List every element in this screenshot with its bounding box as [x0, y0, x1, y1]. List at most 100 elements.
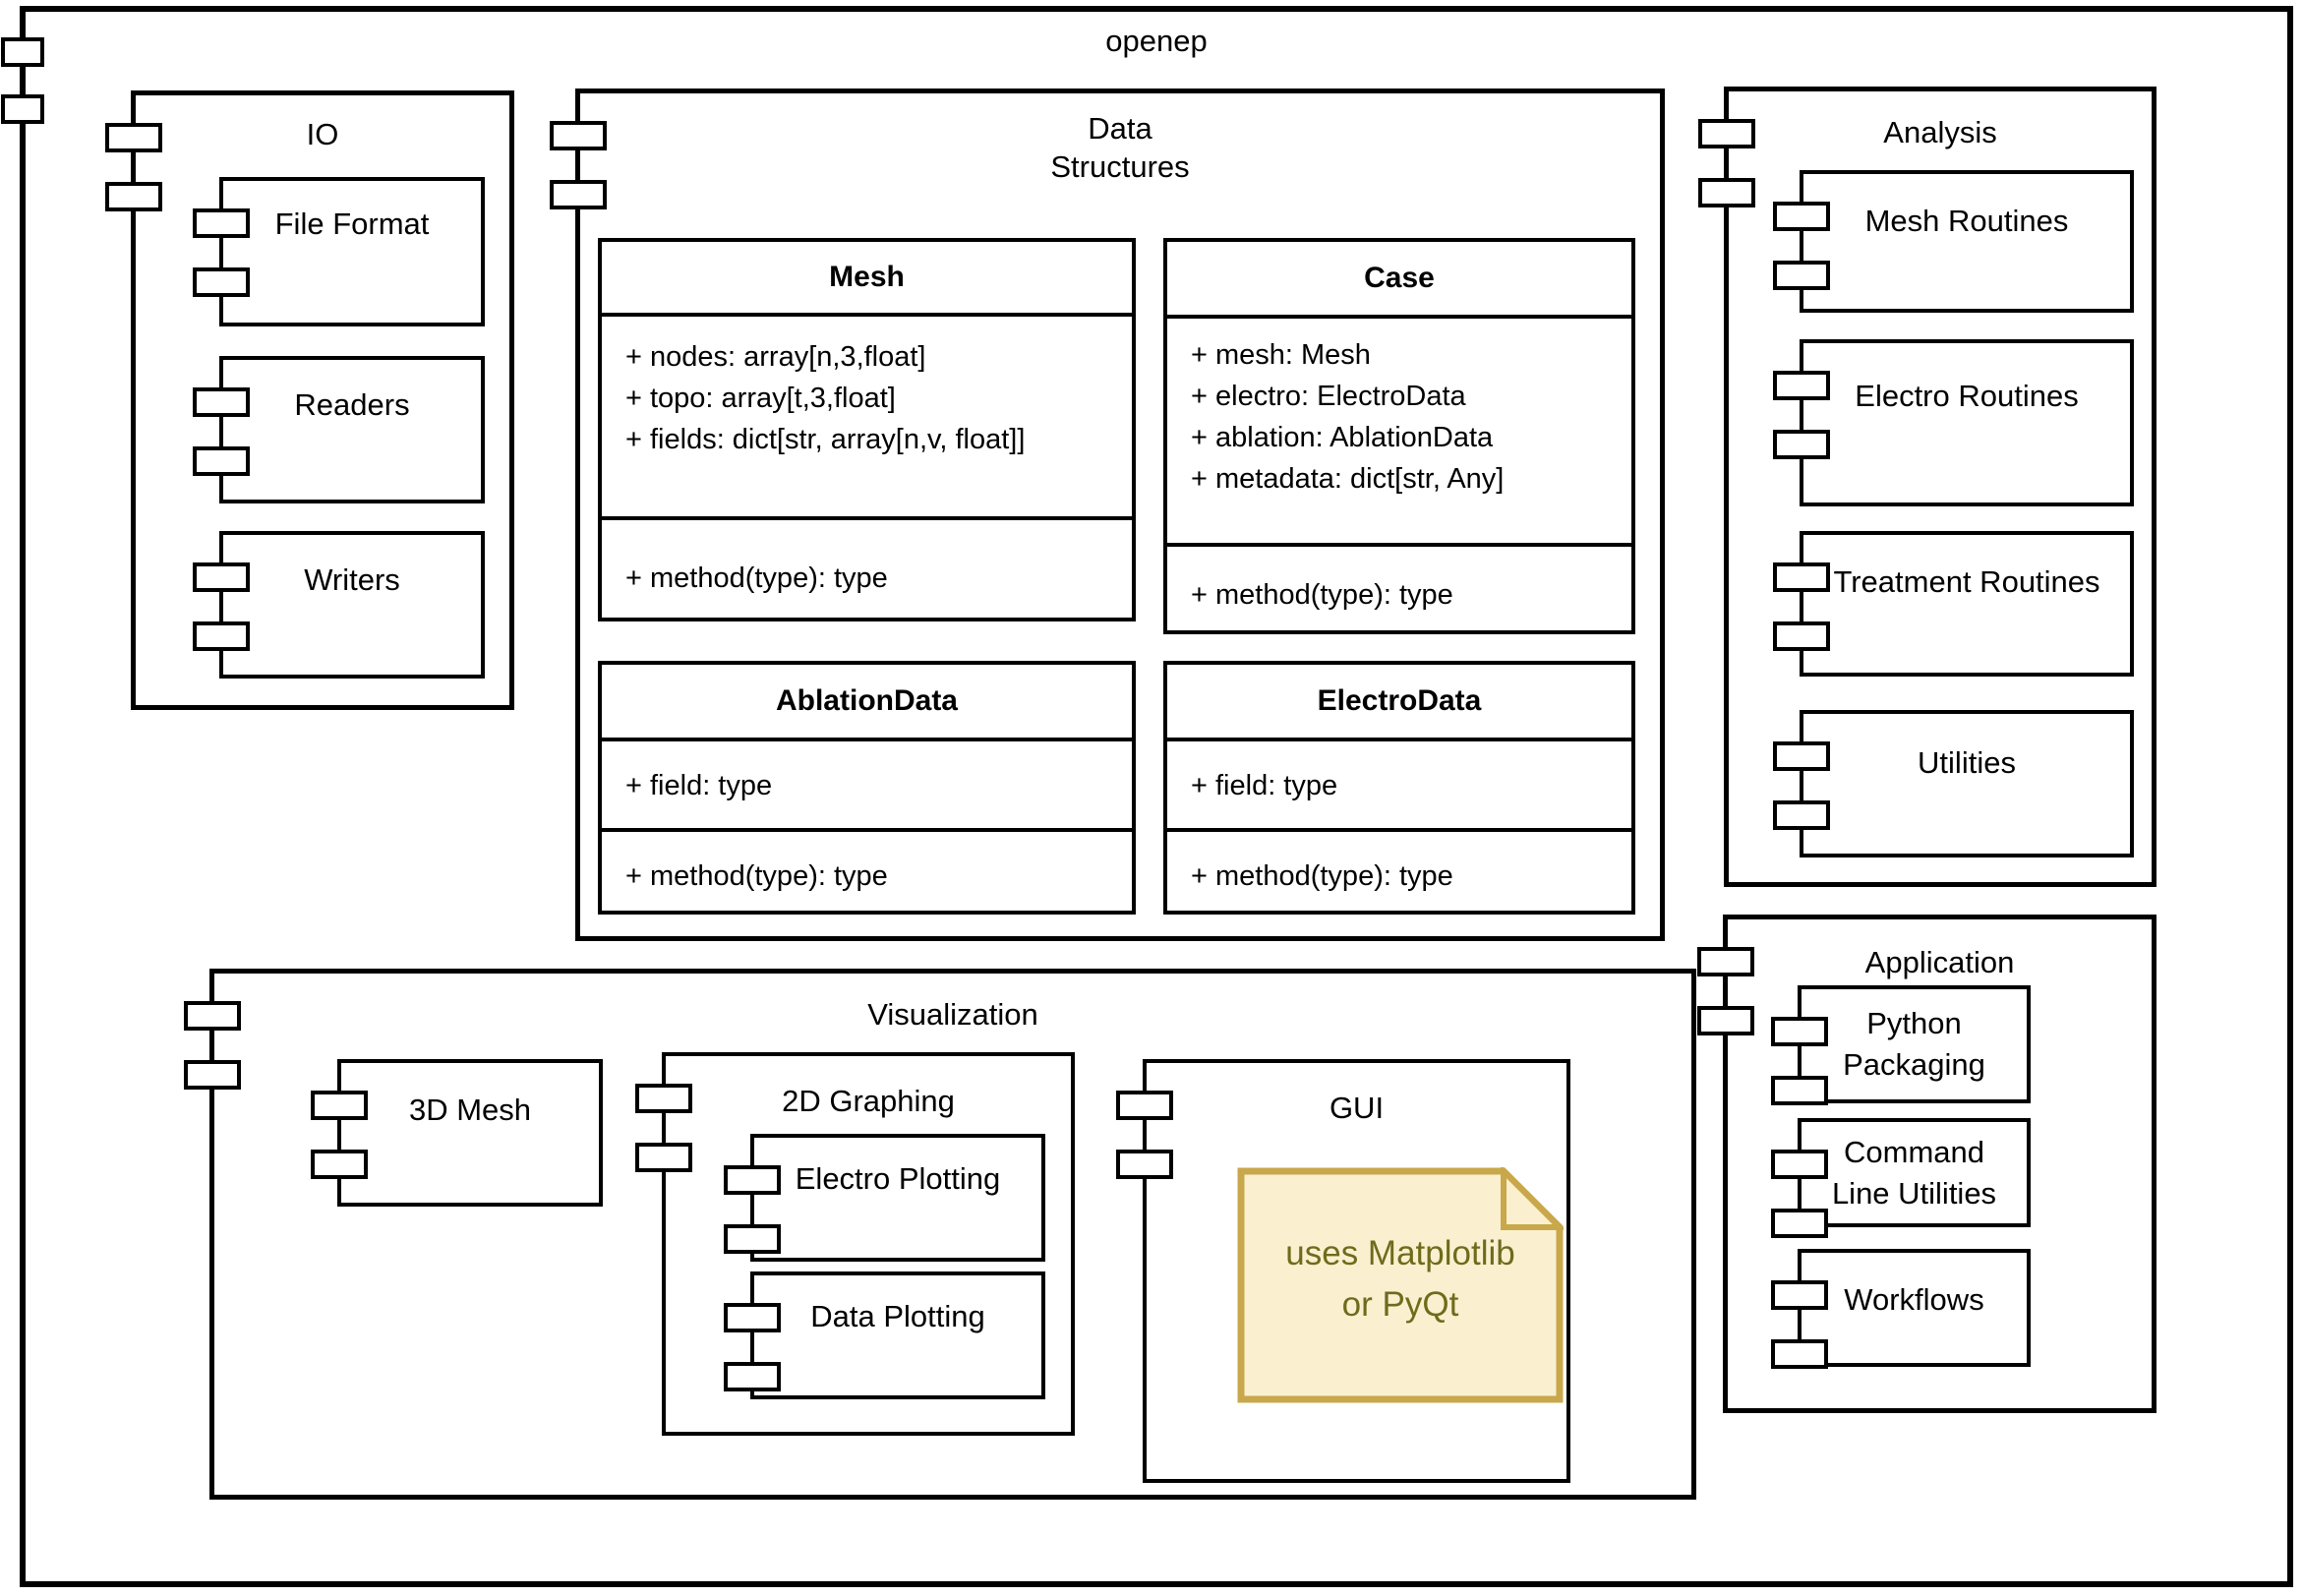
- component-tab-icon: [1771, 1076, 1828, 1105]
- component-tab-icon: [184, 1060, 241, 1090]
- component-tab-icon: [1773, 741, 1830, 771]
- component-tab-icon: [1771, 1209, 1828, 1238]
- component-electro-plotting-label: Electro Plotting: [795, 1161, 1001, 1196]
- component-python-packaging-label: Python Packaging: [1843, 1006, 1985, 1082]
- component-tab-icon: [1773, 621, 1830, 651]
- component-writers: Writers: [193, 531, 485, 679]
- class-method: + method(type): type: [1191, 579, 1453, 611]
- class-attribute: + electro: ElectroData: [1191, 381, 1466, 412]
- class-attribute: + field: type: [625, 770, 773, 801]
- component-tab-icon: [724, 1303, 781, 1332]
- component-tab-icon: [193, 446, 250, 476]
- class-methods: + method(type): type: [1167, 547, 1631, 630]
- class-attributes: + field: type: [602, 741, 1132, 832]
- component-tab-icon: [311, 1091, 368, 1120]
- component-readers-label: Readers: [294, 387, 410, 422]
- class-box-mesh: Mesh + nodes: array[n,3,float] + topo: a…: [598, 238, 1136, 621]
- note-text-line: uses Matplotlib: [1285, 1234, 1515, 1272]
- package-data-structures-title: Data Structures: [1050, 111, 1190, 184]
- component-tab-icon: [1773, 261, 1830, 290]
- class-title: Case: [1167, 242, 1631, 319]
- component-writers-label: Writers: [304, 562, 400, 597]
- class-name: Case: [1364, 262, 1435, 294]
- component-electro-routines: Electro Routines: [1773, 339, 2134, 506]
- component-workflows: Workflows: [1771, 1249, 2031, 1369]
- component-tab-icon: [1773, 562, 1830, 592]
- component-command-line-utilities-label: Command Line Utilities: [1831, 1135, 1997, 1211]
- class-attribute: + metadata: dict[str, Any]: [1191, 463, 1505, 495]
- component-mesh-routines-label: Mesh Routines: [1864, 204, 2069, 238]
- class-methods: + method(type): type: [602, 832, 1132, 911]
- component-file-format-label: File Format: [274, 207, 430, 241]
- component-tab-icon: [193, 208, 250, 238]
- package-analysis-title: Analysis: [1883, 115, 1997, 149]
- component-tab-icon: [724, 1165, 781, 1195]
- component-tab-icon: [193, 387, 250, 417]
- class-attribute: + field: type: [1191, 770, 1338, 801]
- component-tab-icon: [193, 621, 250, 651]
- component-tab-icon: [635, 1143, 692, 1172]
- component-tab-icon: [1773, 371, 1830, 400]
- component-tab-icon: [105, 123, 162, 152]
- component-tab-icon: [1697, 947, 1754, 976]
- component-tab-icon: [1771, 1017, 1828, 1046]
- component-tab-icon: [550, 121, 607, 150]
- component-tab-icon: [193, 562, 250, 592]
- class-method: + method(type): type: [1191, 860, 1453, 892]
- package-application-title: Application: [1864, 945, 2015, 979]
- component-3d-mesh: 3D Mesh: [311, 1059, 603, 1207]
- class-name: AblationData: [775, 684, 958, 717]
- component-tab-icon: [1773, 430, 1830, 459]
- component-tab-icon: [184, 1001, 241, 1031]
- component-tab-icon: [1, 94, 44, 124]
- class-title: ElectroData: [1167, 665, 1631, 741]
- diagram-title: openep: [1105, 24, 1208, 58]
- class-attributes: + field: type: [1167, 741, 1631, 832]
- package-visualization-title: Visualization: [867, 997, 1038, 1032]
- component-treatment-routines: Treatment Routines: [1773, 531, 2134, 677]
- component-command-line-utilities: Command Line Utilities: [1771, 1118, 2031, 1238]
- component-tab-icon: [635, 1084, 692, 1113]
- class-title: AblationData: [602, 665, 1132, 741]
- component-python-packaging: Python Packaging: [1771, 985, 2031, 1105]
- component-tab-icon: [1698, 119, 1755, 148]
- component-tab-icon: [311, 1150, 368, 1179]
- class-attribute: + fields: dict[str, array[n,v, float]]: [625, 424, 1026, 455]
- class-box-ablationdata: AblationData + field: type + method(type…: [598, 661, 1136, 915]
- component-tab-icon: [1698, 178, 1755, 207]
- note-text: uses Matplotlib or PyQt: [1237, 1228, 1564, 1330]
- class-attributes: + mesh: Mesh + electro: ElectroData + ab…: [1167, 319, 1631, 547]
- class-attribute: + topo: array[t,3,float]: [625, 383, 896, 414]
- class-method: + method(type): type: [625, 860, 888, 892]
- class-methods: + method(type): type: [602, 520, 1132, 618]
- note-text-line: or PyQt: [1341, 1285, 1459, 1324]
- component-gui-label: GUI: [1329, 1091, 1385, 1125]
- component-tab-icon: [1771, 1150, 1828, 1179]
- component-mesh-routines: Mesh Routines: [1773, 170, 2134, 313]
- component-tab-icon: [193, 267, 250, 297]
- component-workflows-label: Workflows: [1844, 1282, 1984, 1317]
- note-shape-icon: [1237, 1167, 1564, 1403]
- component-utilities-label: Utilities: [1918, 745, 2016, 780]
- component-electro-plotting: Electro Plotting: [724, 1134, 1045, 1262]
- class-title: Mesh: [602, 242, 1132, 317]
- component-utilities: Utilities: [1773, 710, 2134, 857]
- class-methods: + method(type): type: [1167, 832, 1631, 911]
- class-name: Mesh: [829, 261, 905, 293]
- class-attributes: + nodes: array[n,3,float] + topo: array[…: [602, 317, 1132, 520]
- component-2d-graphing-label: 2D Graphing: [782, 1084, 955, 1118]
- component-electro-routines-label: Electro Routines: [1855, 379, 2079, 413]
- component-3d-mesh-label: 3D Mesh: [408, 1093, 532, 1127]
- component-file-format: File Format: [193, 177, 485, 326]
- component-tab-icon: [550, 180, 607, 209]
- component-tab-icon: [724, 1224, 781, 1254]
- class-attribute: + ablation: AblationData: [1191, 422, 1494, 453]
- class-attribute: + nodes: array[n,3,float]: [625, 341, 926, 373]
- component-tab-icon: [1697, 1006, 1754, 1035]
- component-treatment-routines-label: Treatment Routines: [1833, 564, 2100, 599]
- class-attribute: + mesh: Mesh: [1191, 339, 1371, 371]
- component-data-plotting: Data Plotting: [724, 1271, 1045, 1399]
- component-tab-icon: [724, 1362, 781, 1391]
- component-tab-icon: [1773, 800, 1830, 830]
